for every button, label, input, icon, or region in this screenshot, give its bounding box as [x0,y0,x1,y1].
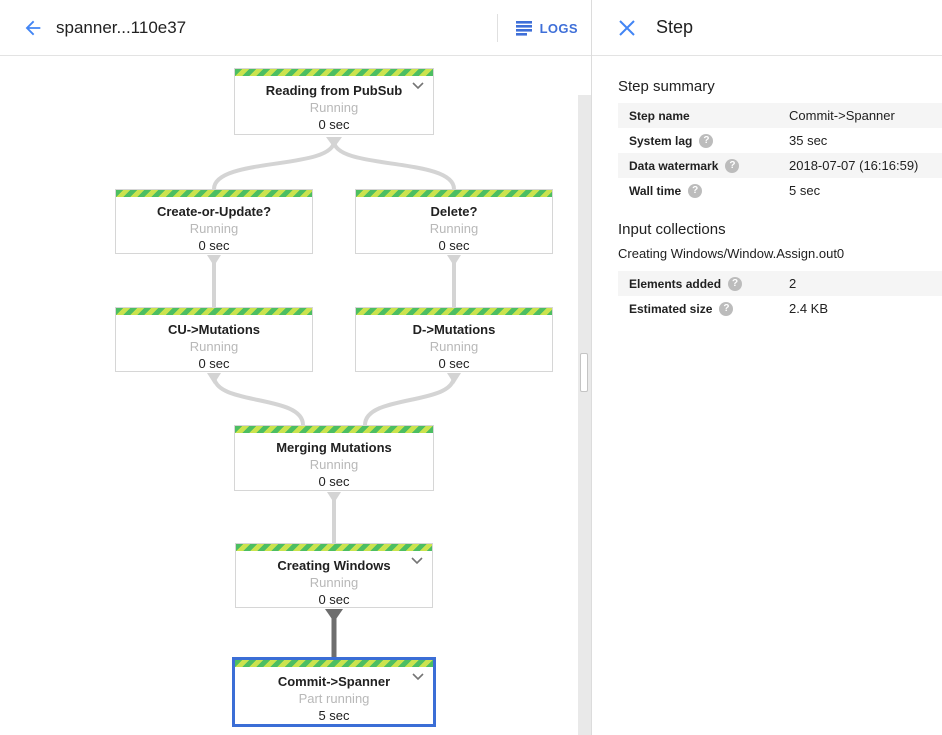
node-time: 0 sec [438,238,470,253]
chevron-down-icon[interactable] [411,557,423,565]
node-status: Running [189,339,239,354]
node-title: Create-or-Update? [156,204,272,219]
graph-node-cu-mutations[interactable]: CU->Mutations Running 0 sec [115,307,313,372]
node-title: D->Mutations [412,322,496,337]
node-title: Delete? [430,204,478,219]
table-row: Estimated size ? 2.4 KB [618,296,942,321]
close-button[interactable] [616,17,638,39]
running-stripe [235,426,433,433]
panel-body: Step summary Step name Commit->Spanner S… [592,56,942,321]
left-pane: spanner...110e37 LOGS [0,0,591,735]
panel-header: Step [592,0,942,56]
table-row: Data watermark ? 2018-07-07 (16:16:59) [618,153,942,178]
row-value: 35 sec [789,133,828,148]
vertical-scrollbar[interactable] [578,95,591,735]
row-label: Wall time ? [629,183,789,198]
running-stripe [116,190,312,197]
close-icon [619,19,635,36]
table-row: Elements added ? 2 [618,271,942,296]
row-value: 2.4 KB [789,301,829,316]
graph-node-commit-spanner[interactable]: Commit->Spanner Part running 5 sec [232,657,436,727]
node-title: Commit->Spanner [277,674,391,689]
graph-node-delete[interactable]: Delete? Running 0 sec [355,189,553,254]
node-title: Reading from PubSub [265,83,403,98]
running-stripe [116,308,312,315]
row-label: System lag ? [629,133,789,148]
running-stripe [235,69,433,76]
running-stripe [356,190,552,197]
table-row: System lag ? 35 sec [618,128,942,153]
logs-button-label: LOGS [539,20,578,36]
header-divider [496,14,498,42]
step-details-panel: Step Step summary Step name Commit->Span… [591,0,942,735]
pipeline-graph: Reading from PubSub Running 0 sec Create… [0,56,591,735]
help-icon[interactable]: ? [719,301,734,316]
node-time: 5 sec [318,708,350,723]
node-time: 0 sec [198,238,230,253]
node-time: 0 sec [198,356,230,371]
input-collections-heading: Input collections [618,221,726,238]
table-row: Step name Commit->Spanner [618,103,942,128]
help-icon[interactable]: ? [725,158,740,173]
node-status: Running [309,575,359,590]
input-collection-name: Creating Windows/Window.Assign.out0 [618,246,845,261]
input-collections-table: Elements added ? 2 Estimated size ? 2.4 … [618,271,942,321]
row-value: Commit->Spanner [789,108,895,123]
node-title: Creating Windows [277,558,391,573]
running-stripe [356,308,552,315]
running-stripe [236,544,432,551]
logs-button[interactable]: LOGS [515,20,578,36]
graph-node-creating-windows[interactable]: Creating Windows Running 0 sec [235,543,433,608]
chevron-down-icon[interactable] [412,673,424,681]
help-icon[interactable]: ? [728,276,743,291]
node-title: Merging Mutations [276,440,392,455]
node-time: 0 sec [318,592,350,607]
graph-node-d-mutations[interactable]: D->Mutations Running 0 sec [355,307,553,372]
step-summary-table: Step name Commit->Spanner System lag ? 3… [618,103,942,203]
app-header: spanner...110e37 LOGS [0,0,591,56]
node-status: Running [429,221,479,236]
node-status: Running [429,339,479,354]
graph-node-merging-mutations[interactable]: Merging Mutations Running 0 sec [234,425,434,491]
logs-icon [515,20,532,36]
node-time: 0 sec [318,474,350,489]
back-button[interactable] [18,13,48,43]
scrollbar-thumb[interactable] [580,353,588,392]
node-time: 0 sec [318,117,350,132]
chevron-down-icon[interactable] [412,82,424,90]
node-status: Running [309,457,359,472]
graph-edges [207,137,461,657]
help-icon[interactable]: ? [688,183,703,198]
row-value: 5 sec [789,183,821,198]
row-label: Elements added ? [629,276,789,291]
page-title: spanner...110e37 [56,17,187,37]
node-time: 0 sec [438,356,470,371]
node-title: CU->Mutations [167,322,261,337]
node-status: Running [309,100,359,115]
graph-node-create-or-update[interactable]: Create-or-Update? Running 0 sec [115,189,313,254]
row-label: Data watermark ? [629,158,789,173]
node-status: Part running [298,691,370,706]
graph-node-reading-from-pubsub[interactable]: Reading from PubSub Running 0 sec [234,68,434,135]
arrow-left-icon [25,20,41,35]
running-stripe [235,660,433,667]
row-label: Estimated size ? [629,301,789,316]
row-value: 2018-07-07 (16:16:59) [789,158,919,173]
step-summary-heading: Step summary [618,78,715,95]
header-actions: LOGS [496,0,578,56]
table-row: Wall time ? 5 sec [618,178,942,203]
help-icon[interactable]: ? [699,133,714,148]
panel-title: Step [656,17,694,37]
node-status: Running [189,221,239,236]
row-value: 2 [789,276,797,291]
row-label: Step name [629,108,690,123]
